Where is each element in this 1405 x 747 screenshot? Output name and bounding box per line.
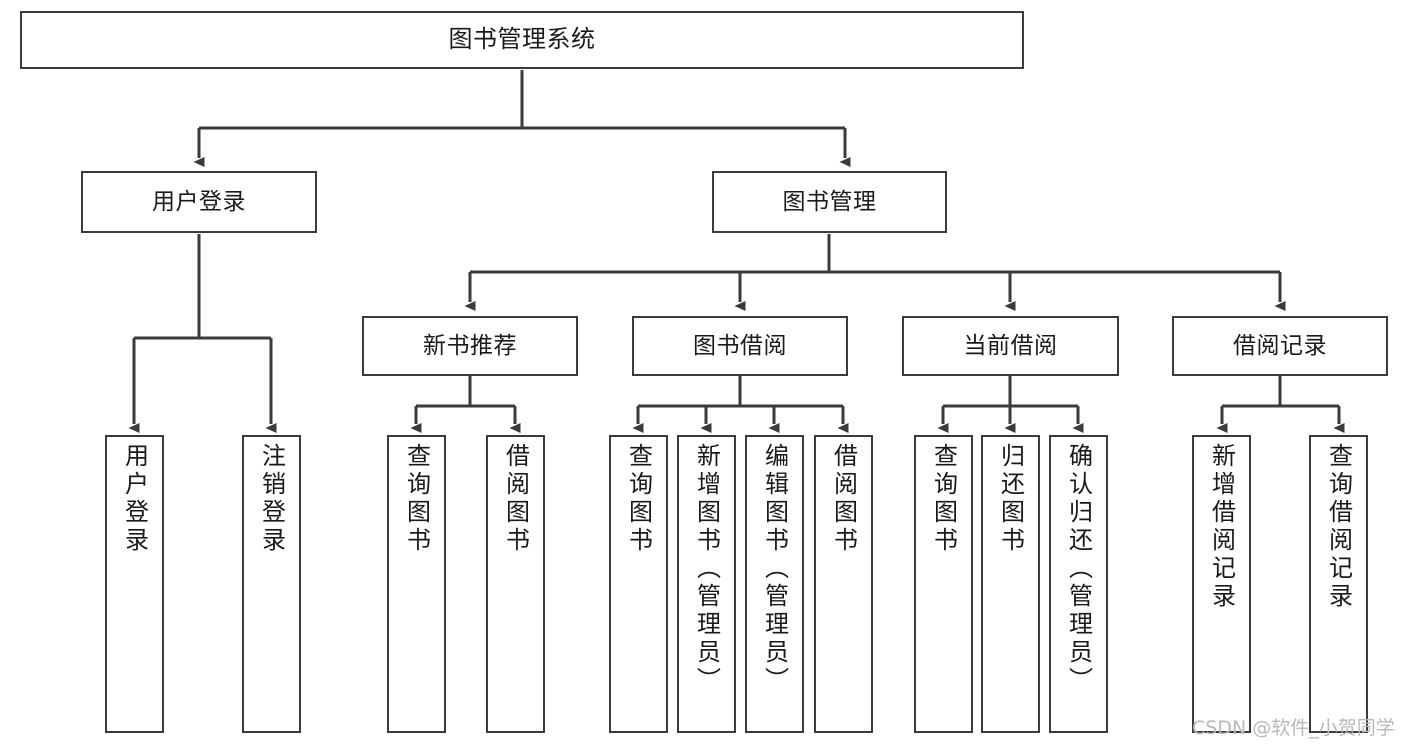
node-leaf-add-borrow-record[interactable]: 新增借阅记录 (1192, 435, 1251, 733)
node-label: 编辑图书（管理员） (760, 443, 789, 695)
node-leaf-borrow-book-1[interactable]: 借阅图书 (486, 435, 545, 733)
node-label: 查询图书 (624, 443, 653, 555)
node-leaf-confirm-return[interactable]: 确认归还（管理员） (1049, 435, 1108, 733)
node-label: 借阅图书 (829, 443, 858, 555)
node-leaf-edit-book[interactable]: 编辑图书（管理员） (745, 435, 804, 733)
node-label: 图书管理 (782, 188, 877, 215)
node-book-management[interactable]: 图书管理 (712, 171, 947, 233)
node-label: 借阅记录 (1233, 332, 1327, 359)
node-book-management-system[interactable]: 图书管理系统 (20, 11, 1024, 69)
node-label: 新增图书（管理员） (692, 443, 721, 695)
node-label: 图书借阅 (693, 332, 787, 359)
node-leaf-query-book-3[interactable]: 查询图书 (914, 435, 973, 733)
node-label: 确认归还（管理员） (1064, 443, 1093, 695)
node-label: 查询图书 (929, 443, 958, 555)
node-leaf-user-login[interactable]: 用户登录 (105, 435, 164, 733)
node-book-borrowing[interactable]: 图书借阅 (632, 316, 848, 376)
node-label: 新增借阅记录 (1207, 443, 1236, 611)
node-leaf-borrow-book-2[interactable]: 借阅图书 (814, 435, 873, 733)
node-leaf-add-book[interactable]: 新增图书（管理员） (677, 435, 736, 733)
node-user-login[interactable]: 用户登录 (81, 171, 317, 233)
node-label: 归还图书 (996, 443, 1025, 555)
node-label: 图书管理系统 (448, 25, 596, 54)
node-label: 注销登录 (257, 443, 286, 555)
node-label: 新书推荐 (423, 332, 517, 359)
node-new-book-recommendation[interactable]: 新书推荐 (362, 316, 578, 376)
node-label: 借阅图书 (501, 443, 530, 555)
csdn-watermark: CSDN @软件_小贺同学 (1192, 717, 1395, 739)
node-leaf-query-borrow-record[interactable]: 查询借阅记录 (1309, 435, 1368, 733)
node-leaf-logout[interactable]: 注销登录 (242, 435, 301, 733)
node-label: 查询图书 (402, 443, 431, 555)
node-leaf-query-book-1[interactable]: 查询图书 (387, 435, 446, 733)
node-leaf-return-book[interactable]: 归还图书 (981, 435, 1040, 733)
node-label: 用户登录 (152, 188, 246, 215)
node-leaf-query-book-2[interactable]: 查询图书 (609, 435, 668, 733)
node-borrowing-record[interactable]: 借阅记录 (1172, 316, 1388, 376)
node-label: 当前借阅 (963, 332, 1058, 359)
node-label: 用户登录 (120, 443, 149, 555)
node-current-borrowing[interactable]: 当前借阅 (902, 316, 1119, 376)
node-label: 查询借阅记录 (1324, 443, 1353, 611)
